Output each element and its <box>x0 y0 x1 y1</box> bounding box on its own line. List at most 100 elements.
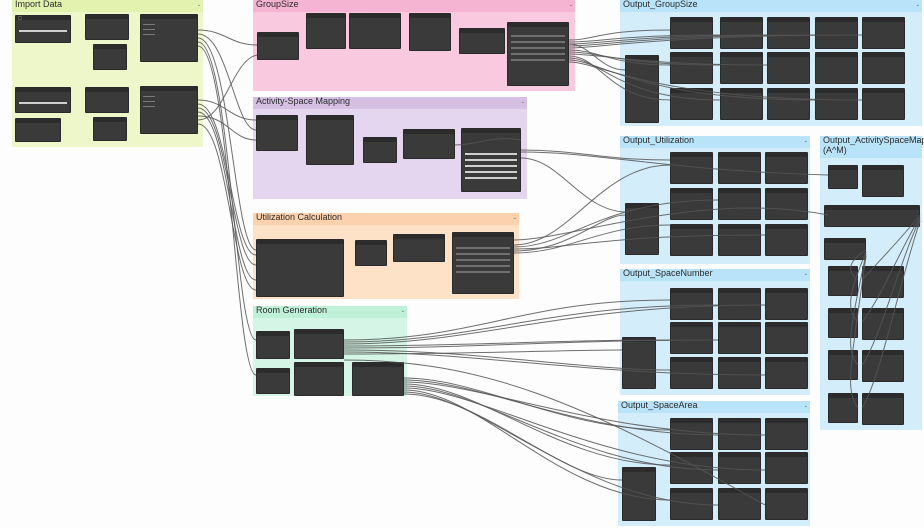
group-title: Output_SpaceNumber <box>623 268 713 278</box>
chevron-icon[interactable]: ⌄ <box>803 271 808 277</box>
file-from-path-node-2[interactable] <box>85 87 129 113</box>
watch-out-sn-4[interactable] <box>670 322 713 354</box>
code-block-node-rg-2[interactable] <box>256 368 290 394</box>
list-node-out-sa[interactable] <box>622 467 656 521</box>
watch-out-sa-3[interactable] <box>765 418 808 450</box>
chevron-icon[interactable]: ⌄ <box>915 138 920 144</box>
boolean-node-2[interactable] <box>93 117 127 141</box>
watch-out-sn-6[interactable] <box>765 322 808 354</box>
chevron-icon[interactable]: ⌄ <box>196 2 201 8</box>
list-node-3[interactable] <box>409 13 451 51</box>
list-node-2[interactable] <box>349 13 401 49</box>
watch-out-util-7[interactable] <box>670 224 713 256</box>
watch-out-util-4[interactable] <box>670 188 713 220</box>
code-block-node-rg[interactable] <box>256 331 290 359</box>
code-block-node[interactable] <box>257 32 299 60</box>
watch-out-gs-15[interactable] <box>862 88 905 120</box>
list-node-rg[interactable] <box>352 362 404 396</box>
import-excel-node[interactable] <box>140 14 198 62</box>
watch-out-gs-6[interactable] <box>670 52 713 84</box>
watch-out-gs-5[interactable] <box>862 17 905 49</box>
watch-out-gs-4[interactable] <box>815 17 858 49</box>
chevron-icon[interactable]: ⌄ <box>915 2 920 8</box>
chevron-icon[interactable]: ⌄ <box>803 138 808 144</box>
watch-out-gs-14[interactable] <box>815 88 858 120</box>
watch-out-sa-5[interactable] <box>718 452 761 484</box>
watch-out-asm-8[interactable] <box>828 350 858 380</box>
watch-out-gs-8[interactable] <box>767 52 810 84</box>
list-node-4[interactable] <box>459 28 505 54</box>
watch-out-gs-12[interactable] <box>720 88 763 120</box>
watch-out-asm-7[interactable] <box>862 308 904 340</box>
file-path-node[interactable]: □ <box>15 15 71 43</box>
watch-out-sn-9[interactable] <box>765 357 808 389</box>
import-excel-node-2[interactable] <box>140 86 198 134</box>
watch-node-asm[interactable] <box>461 128 521 192</box>
watch-out-util-8[interactable] <box>718 224 761 256</box>
watch-out-sn-1[interactable] <box>670 288 713 320</box>
function-node-rg-2[interactable] <box>294 362 344 396</box>
watch-out-sa-9[interactable] <box>765 488 808 520</box>
watch-out-sa-2[interactable] <box>718 418 761 450</box>
chevron-icon[interactable]: ⌄ <box>512 215 517 221</box>
watch-out-sa-1[interactable] <box>670 418 713 450</box>
chevron-icon[interactable]: ⌄ <box>520 99 525 105</box>
watch-out-sn-5[interactable] <box>718 322 761 354</box>
watch-out-sa-7[interactable] <box>670 488 713 520</box>
watch-out-asm-1[interactable] <box>828 165 858 189</box>
function-node-asm[interactable] <box>306 115 354 165</box>
chevron-icon[interactable]: ⌄ <box>568 2 573 8</box>
watch-out-sn-8[interactable] <box>718 357 761 389</box>
list-node[interactable] <box>306 13 346 49</box>
watch-out-util-5[interactable] <box>718 188 761 220</box>
watch-out-asm-2[interactable] <box>862 165 904 197</box>
watch-out-asm-11[interactable] <box>862 393 904 425</box>
watch-out-asm-9[interactable] <box>862 350 904 382</box>
watch-out-asm-5[interactable] <box>862 266 904 298</box>
watch-out-util-1[interactable] <box>670 152 713 184</box>
list-node-asm[interactable] <box>363 137 397 163</box>
boolean-node[interactable] <box>93 44 127 70</box>
watch-out-util-6[interactable] <box>765 188 808 220</box>
watch-out-util-2[interactable] <box>718 152 761 184</box>
list-node-out-gs[interactable] <box>625 55 659 123</box>
watch-node[interactable] <box>507 22 569 86</box>
list-node-asm-2[interactable] <box>403 129 455 159</box>
chevron-icon[interactable]: ⌄ <box>803 403 808 409</box>
watch-out-gs-13[interactable] <box>767 88 810 120</box>
watch-out-gs-2[interactable] <box>720 17 763 49</box>
watch-out-asm-3[interactable] <box>824 238 866 260</box>
watch-out-asm-6[interactable] <box>828 308 858 338</box>
watch-out-asm-wide[interactable] <box>824 205 920 227</box>
function-node-rg[interactable] <box>294 329 344 359</box>
code-block-node-asm[interactable] <box>256 115 298 151</box>
list-node-out-util[interactable] <box>625 203 659 255</box>
file-path-node-2[interactable] <box>15 87 71 113</box>
watch-out-sa-6[interactable] <box>765 452 808 484</box>
group-title-line2: (A^M) <box>823 145 847 155</box>
watch-out-sn-3[interactable] <box>765 288 808 320</box>
list-node-uc[interactable] <box>355 240 387 266</box>
python-node-uc[interactable] <box>256 239 344 297</box>
watch-out-gs-7[interactable] <box>720 52 763 84</box>
watch-out-sa-4[interactable] <box>670 452 713 484</box>
watch-out-sn-7[interactable] <box>670 357 713 389</box>
watch-out-util-9[interactable] <box>765 224 808 256</box>
watch-out-gs-11[interactable] <box>670 88 713 120</box>
watch-out-sa-8[interactable] <box>718 488 761 520</box>
watch-out-gs-10[interactable] <box>862 52 905 84</box>
file-from-path-node[interactable] <box>85 14 129 40</box>
read-boolean-node[interactable] <box>15 118 61 142</box>
list-node-uc-2[interactable] <box>393 234 445 262</box>
watch-out-asm-10[interactable] <box>828 393 858 423</box>
watch-out-gs-1[interactable] <box>670 17 713 49</box>
watch-out-sn-2[interactable] <box>718 288 761 320</box>
chevron-icon[interactable]: ⌄ <box>400 308 405 314</box>
watch-out-gs-9[interactable] <box>815 52 858 84</box>
watch-out-gs-3[interactable] <box>767 17 810 49</box>
watch-node-uc[interactable] <box>452 232 514 294</box>
list-node-out-sn[interactable] <box>622 337 656 389</box>
watch-out-util-3[interactable] <box>765 152 808 184</box>
watch-out-asm-4[interactable] <box>828 266 858 296</box>
